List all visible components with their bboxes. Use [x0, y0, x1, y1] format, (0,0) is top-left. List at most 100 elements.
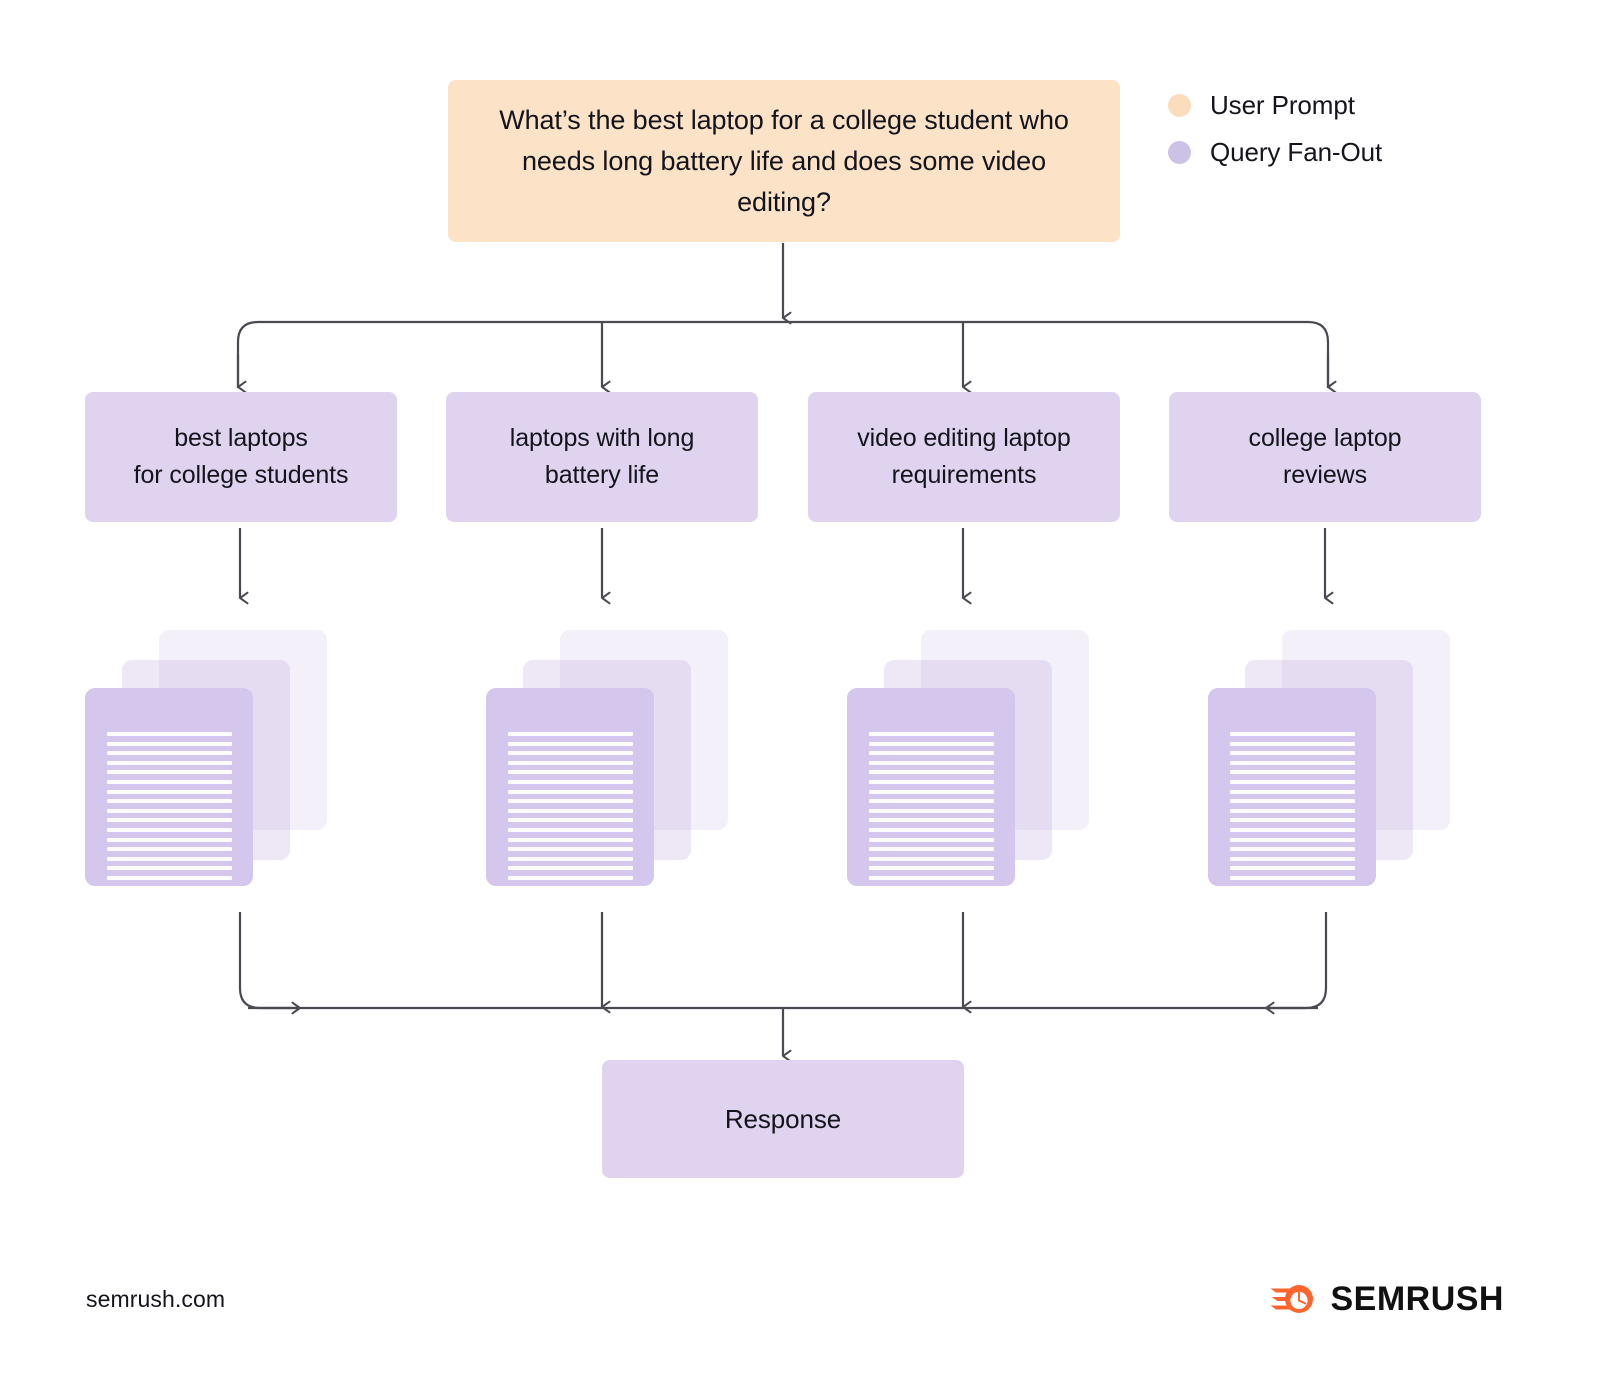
semrush-wordmark: SEMRUSH — [1330, 1279, 1504, 1318]
document-text-line — [508, 760, 633, 765]
document-text-line — [1230, 779, 1355, 784]
response-label: Response — [724, 1103, 842, 1134]
document-text-line — [869, 741, 994, 746]
document-text-line — [107, 875, 232, 880]
document-text-line — [869, 866, 994, 871]
document-text-line — [107, 847, 232, 852]
document-text-line — [508, 751, 633, 756]
document-text-line — [508, 770, 633, 775]
document-text-line — [1230, 808, 1355, 813]
document-text-line — [869, 770, 994, 775]
document-text-line — [107, 770, 232, 775]
document-text-line — [107, 779, 232, 784]
response-box: Response — [602, 1060, 964, 1178]
user-prompt-box: What’s the best laptop for a college stu… — [448, 80, 1120, 242]
legend-item-user-prompt: User Prompt — [1168, 82, 1468, 129]
document-text-line — [869, 751, 994, 756]
legend-label-query-fan-out: Query Fan-Out — [1210, 137, 1383, 167]
document-text-line — [869, 732, 994, 736]
document-sheet-front-icon — [1208, 688, 1376, 886]
document-text-line — [1230, 827, 1355, 832]
document-text-line — [508, 808, 633, 813]
document-text-line — [869, 760, 994, 765]
document-text-line — [869, 856, 994, 861]
document-text-line — [107, 818, 232, 823]
document-text-line — [107, 732, 232, 736]
document-text-line — [107, 789, 232, 794]
wire-bottom-bus — [238, 912, 1328, 1010]
document-text-line — [107, 866, 232, 871]
document-text-line — [107, 799, 232, 804]
document-text-lines — [1230, 732, 1355, 886]
document-text-line — [107, 808, 232, 813]
document-text-line — [508, 789, 633, 794]
document-text-line — [107, 885, 180, 886]
document-text-line — [107, 827, 232, 832]
document-stack-4 — [1208, 630, 1458, 888]
document-text-line — [508, 741, 633, 746]
document-text-line — [508, 799, 633, 804]
document-text-line — [869, 827, 994, 832]
document-text-line — [1230, 760, 1355, 765]
document-text-line — [508, 866, 633, 871]
document-text-line — [1230, 885, 1303, 886]
document-text-line — [1230, 770, 1355, 775]
query-fan-out-swatch-icon — [1168, 141, 1191, 164]
document-text-lines — [869, 732, 994, 886]
document-text-line — [869, 875, 994, 880]
user-prompt-swatch-icon — [1168, 94, 1191, 117]
document-text-line — [107, 760, 232, 765]
user-prompt-text: What’s the best laptop for a college stu… — [499, 104, 1069, 217]
document-text-line — [107, 741, 232, 746]
document-text-lines — [107, 732, 232, 886]
document-text-line — [508, 732, 633, 736]
document-text-line — [107, 856, 232, 861]
document-text-lines — [508, 732, 633, 886]
document-text-line — [869, 837, 994, 842]
document-text-line — [1230, 741, 1355, 746]
document-text-line — [508, 818, 633, 823]
document-text-line — [1230, 875, 1355, 880]
document-text-line — [107, 837, 232, 842]
document-text-line — [508, 827, 633, 832]
document-sheet-front-icon — [486, 688, 654, 886]
document-text-line — [508, 779, 633, 784]
document-stack-2 — [486, 630, 736, 888]
document-text-line — [107, 751, 232, 756]
document-text-line — [869, 789, 994, 794]
wire-top-bus — [236, 320, 1330, 388]
document-text-line — [1230, 847, 1355, 852]
document-text-line — [869, 808, 994, 813]
document-text-line — [1230, 732, 1355, 736]
legend: User Prompt Query Fan-Out — [1168, 82, 1468, 176]
document-text-line — [508, 837, 633, 842]
document-text-line — [508, 875, 633, 880]
document-stack-3 — [847, 630, 1097, 888]
document-sheet-front-icon — [85, 688, 253, 886]
document-text-line — [1230, 789, 1355, 794]
document-text-line — [1230, 866, 1355, 871]
footer-url: semrush.com — [86, 1286, 226, 1312]
document-text-line — [1230, 818, 1355, 823]
document-text-line — [1230, 837, 1355, 842]
semrush-comet-icon — [1270, 1285, 1314, 1313]
document-sheet-front-icon — [847, 688, 1015, 886]
document-text-line — [508, 847, 633, 852]
document-text-line — [1230, 799, 1355, 804]
document-text-line — [508, 856, 633, 861]
document-text-line — [508, 885, 581, 886]
legend-item-query-fan-out: Query Fan-Out — [1168, 129, 1468, 176]
document-text-line — [869, 799, 994, 804]
document-text-line — [869, 818, 994, 823]
semrush-logo: SEMRUSH — [1270, 1278, 1504, 1320]
document-text-line — [869, 885, 942, 886]
